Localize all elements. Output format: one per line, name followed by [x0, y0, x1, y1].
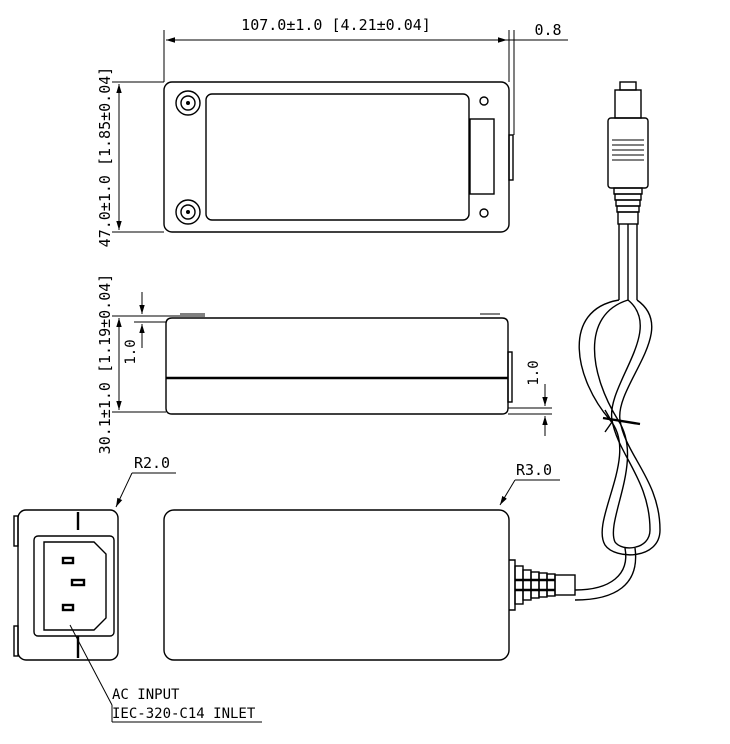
height-dimension-label: 30.1±1.0 [1.19±0.04]: [96, 274, 114, 455]
dc-plug: [607, 81, 649, 225]
inlet-view: R2.0 AC INPUT IEC-320-C14 INLET: [13, 454, 262, 723]
cable-tie-hook: [604, 409, 613, 433]
inlet-callout-line1: AC INPUT: [112, 687, 180, 703]
radius-body-label: R3.0: [516, 461, 552, 479]
side-tab: [508, 134, 514, 181]
cable-boot-base: [509, 559, 516, 611]
iec-c14-socket: [43, 541, 107, 631]
screw-bottom-icon: [175, 199, 201, 225]
side-view-tab: [507, 351, 513, 403]
bottom-view: R3.0: [163, 461, 576, 661]
right-step-label: 1.0: [526, 360, 542, 385]
pin-bottom-icon: [61, 603, 75, 612]
bottom-view-outline: [163, 509, 510, 661]
inlet-frame: [33, 535, 115, 637]
screw-top-icon: [175, 90, 201, 116]
inlet-end-outline: [17, 509, 119, 661]
label-area: [205, 93, 470, 221]
left-step-label: 1.0: [123, 339, 139, 364]
gap-dimension-label: 0.8: [534, 21, 561, 39]
dc-cable: [574, 224, 661, 601]
inlet-callout-line2: IEC-320-C14 INLET: [112, 706, 256, 722]
hole-top-icon: [479, 96, 489, 106]
strain-relief-plug: [617, 211, 639, 225]
pin-earth-icon: [70, 578, 86, 587]
plug-tip: [619, 81, 637, 91]
cable-tie: [602, 416, 641, 426]
side-view-outline: [165, 317, 509, 415]
cable-loop-inner: [593, 299, 651, 549]
side-view: 30.1±1.0 [1.19±0.04] 1.0 1.0: [96, 274, 552, 455]
strain-relief-body: [554, 574, 576, 596]
cable-loop-outer: [578, 299, 661, 556]
side-clip: [469, 118, 495, 195]
width-dimension-label: 47.0±1.0 [1.85±0.04]: [96, 67, 114, 248]
length-dimension-label: 107.0±1.0 [4.21±0.04]: [241, 16, 431, 34]
radius-inlet-label: R2.0: [134, 454, 170, 472]
plug-barrel: [614, 89, 642, 119]
top-view-outline: [163, 81, 510, 233]
pin-top-icon: [61, 556, 75, 565]
top-view: 107.0±1.0 [4.21±0.04] 0.8 47.0±1.0 [1.85…: [96, 16, 568, 247]
hole-bottom-icon: [479, 208, 489, 218]
plug-body: [607, 117, 649, 189]
